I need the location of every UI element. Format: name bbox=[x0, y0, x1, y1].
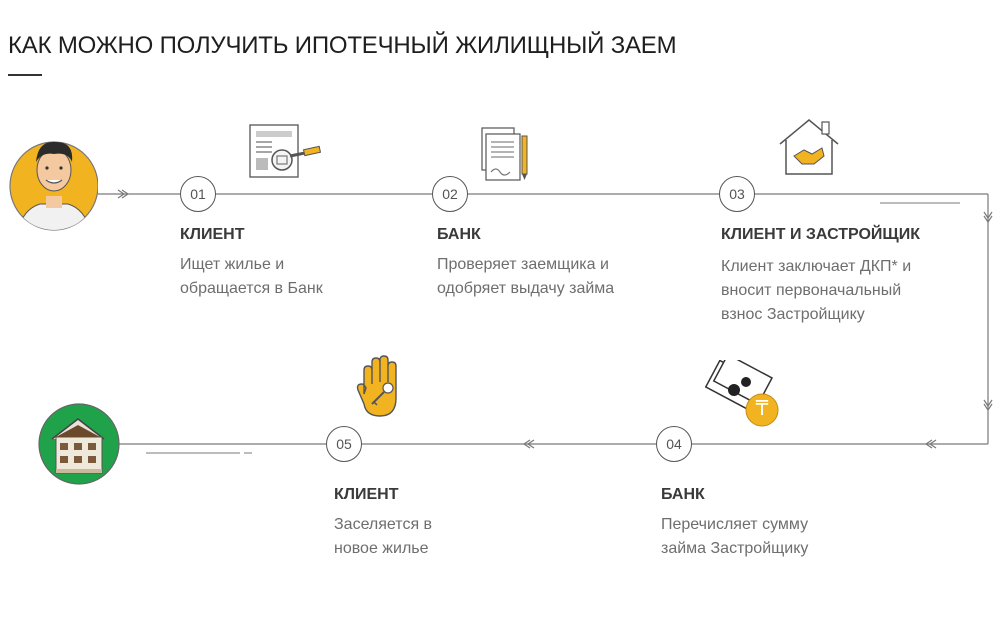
title-underline bbox=[8, 74, 42, 76]
step-node-04: 04 bbox=[656, 426, 692, 462]
apartment-building-icon bbox=[38, 403, 120, 485]
step-01-desc-line1: Ищет жилье и bbox=[180, 256, 285, 273]
step-node-03: 03 bbox=[719, 176, 755, 212]
step-04-desc-line2: займа Застройщику bbox=[661, 540, 809, 557]
house-avatar bbox=[38, 403, 120, 485]
step-node-05: 05 bbox=[326, 426, 362, 462]
step-03-desc-line3: взнос Застройщику bbox=[721, 306, 865, 323]
step-01-title: КЛИЕНТ bbox=[180, 226, 245, 243]
arrow-chevrons bbox=[117, 189, 993, 449]
step-01-desc: Ищет жилье и обращается в Банк bbox=[180, 253, 323, 301]
step-02-desc-line2: одобряет выдачу займа bbox=[437, 280, 615, 297]
step-node-01: 01 bbox=[180, 176, 216, 212]
step-02-desc-line1: Проверяет заемщика и bbox=[437, 256, 609, 273]
contract-pencil-icon bbox=[476, 126, 534, 191]
step-04-desc: Перечисляет сумму займа Застройщику bbox=[661, 513, 808, 561]
chevron-right-icon bbox=[117, 189, 126, 199]
chevron-down-icon bbox=[983, 211, 993, 220]
chevron-left-icon bbox=[924, 439, 933, 449]
step-02-desc: Проверяет заемщика и одобряет выдачу зай… bbox=[437, 253, 614, 301]
client-avatar bbox=[6, 130, 98, 240]
step-05-desc: Заселяется в новое жилье bbox=[334, 513, 432, 561]
person-avatar-icon bbox=[9, 141, 98, 231]
step-node-02: 02 bbox=[432, 176, 468, 212]
step-04-desc-line1: Перечисляет сумму bbox=[661, 516, 809, 533]
step-03-desc: Клиент заключает ДКП* и вносит первонача… bbox=[721, 255, 911, 327]
tenge-symbol: ₸ bbox=[755, 396, 769, 420]
step-02-title: БАНК bbox=[437, 226, 481, 243]
page-title: КАК МОЖНО ПОЛУЧИТЬ ИПОТЕЧНЫЙ ЖИЛИЩНЫЙ ЗА… bbox=[8, 32, 677, 59]
house-handshake-icon bbox=[776, 116, 842, 181]
step-03-desc-line2: вносит первоначальный bbox=[721, 282, 902, 299]
step-05-title: КЛИЕНТ bbox=[334, 486, 399, 503]
step-03-title: КЛИЕНТ И ЗАСТРОЙЩИК bbox=[721, 226, 920, 243]
step-04-title: БАНК bbox=[661, 486, 705, 503]
hand-key-icon bbox=[356, 354, 406, 425]
chevron-down-icon bbox=[983, 399, 993, 408]
step-05-desc-line1: Заселяется в bbox=[334, 516, 433, 533]
step-05-desc-line2: новое жилье bbox=[334, 540, 429, 557]
document-magnifier-icon bbox=[248, 122, 326, 185]
chevron-left-icon bbox=[522, 439, 531, 449]
step-01-desc-line2: обращается в Банк bbox=[180, 280, 323, 297]
money-tenge-icon: ₸ bbox=[704, 353, 784, 437]
step-03-desc-line1: Клиент заключает ДКП* и bbox=[721, 258, 912, 275]
